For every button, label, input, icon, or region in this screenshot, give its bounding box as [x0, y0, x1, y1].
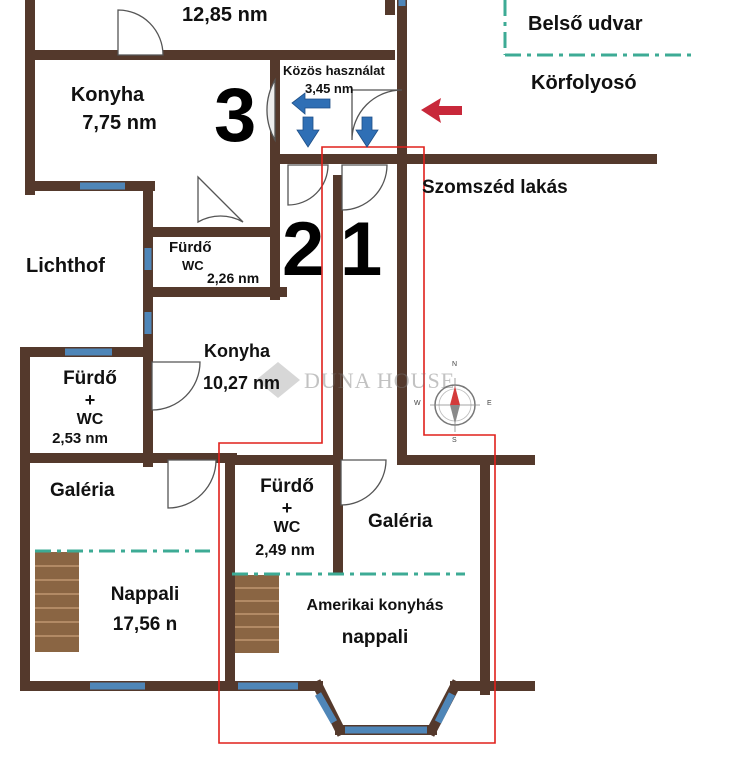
doors — [117, 9, 403, 509]
walls — [20, 0, 657, 737]
courtyard-boundary — [503, 0, 695, 57]
lichthof-label: Lichthof — [26, 255, 105, 277]
gallery-right-label: Galéria — [368, 511, 433, 532]
kitchen-3-area: 7,75 nm — [82, 112, 157, 134]
living-room-name: Nappali — [110, 584, 180, 605]
shared-use-label: Közös használat — [283, 63, 385, 78]
living-room-area: 17,56 n — [112, 614, 178, 635]
entrance-arrow-icon — [421, 98, 462, 123]
unit-number-3: 3 — [214, 73, 257, 158]
top-room-area: 12,85 nm — [182, 4, 268, 26]
stairs-right — [235, 575, 279, 653]
watermark-text: DUNA HOUSE — [304, 368, 456, 393]
american-kitchen-living-line1: Amerikai konyhás — [306, 597, 444, 614]
bath-small-area: 2,26 nm — [207, 270, 260, 286]
stairs-left — [35, 552, 79, 652]
shared-access-arrows — [291, 92, 379, 148]
bath-small-name: Fürdő — [169, 239, 212, 256]
arrow-down-icon — [355, 116, 379, 148]
kitchen-1-area: 10,27 nm — [203, 373, 281, 393]
kitchen-3-name: Konyha — [70, 84, 145, 106]
bath-small-wc: WC — [182, 258, 204, 273]
arrow-left-icon — [291, 92, 331, 115]
compass-west-label: W — [414, 400, 421, 407]
neighbor-apartment-label: Szomszéd lakás — [422, 177, 568, 198]
bath-mid-plus: + — [281, 498, 293, 518]
arrow-down-icon — [296, 116, 320, 148]
compass-east-label: E — [487, 400, 492, 407]
gallery-edges — [35, 549, 465, 576]
bath-left-wc: WC — [76, 411, 104, 428]
american-kitchen-living-line2: nappali — [341, 627, 409, 648]
compass-icon — [430, 378, 480, 432]
bath-left-area: 2,53 nm — [52, 430, 108, 447]
unit-number-2: 2 — [282, 207, 325, 292]
kitchen-1-name: Konyha — [204, 341, 271, 361]
windows — [65, 0, 456, 734]
unit-number-1: 1 — [340, 207, 383, 292]
corridor-label: Körfolyosó — [531, 72, 637, 94]
bath-mid-wc: WC — [273, 519, 301, 536]
compass-north-label: N — [452, 361, 458, 368]
bath-left-name: Fürdő — [63, 368, 117, 389]
watermark-logo-icon — [256, 362, 300, 398]
courtyard-label: Belső udvar — [528, 13, 643, 35]
compass-south-label: S — [452, 437, 457, 444]
shared-use-area: 3,45 nm — [305, 81, 354, 96]
gallery-left-label: Galéria — [50, 480, 115, 501]
unit-highlight-outline — [218, 146, 496, 744]
bath-mid-area: 2,49 nm — [255, 542, 315, 559]
bath-mid-name: Fürdő — [260, 476, 314, 497]
bath-left-plus: + — [84, 390, 96, 410]
